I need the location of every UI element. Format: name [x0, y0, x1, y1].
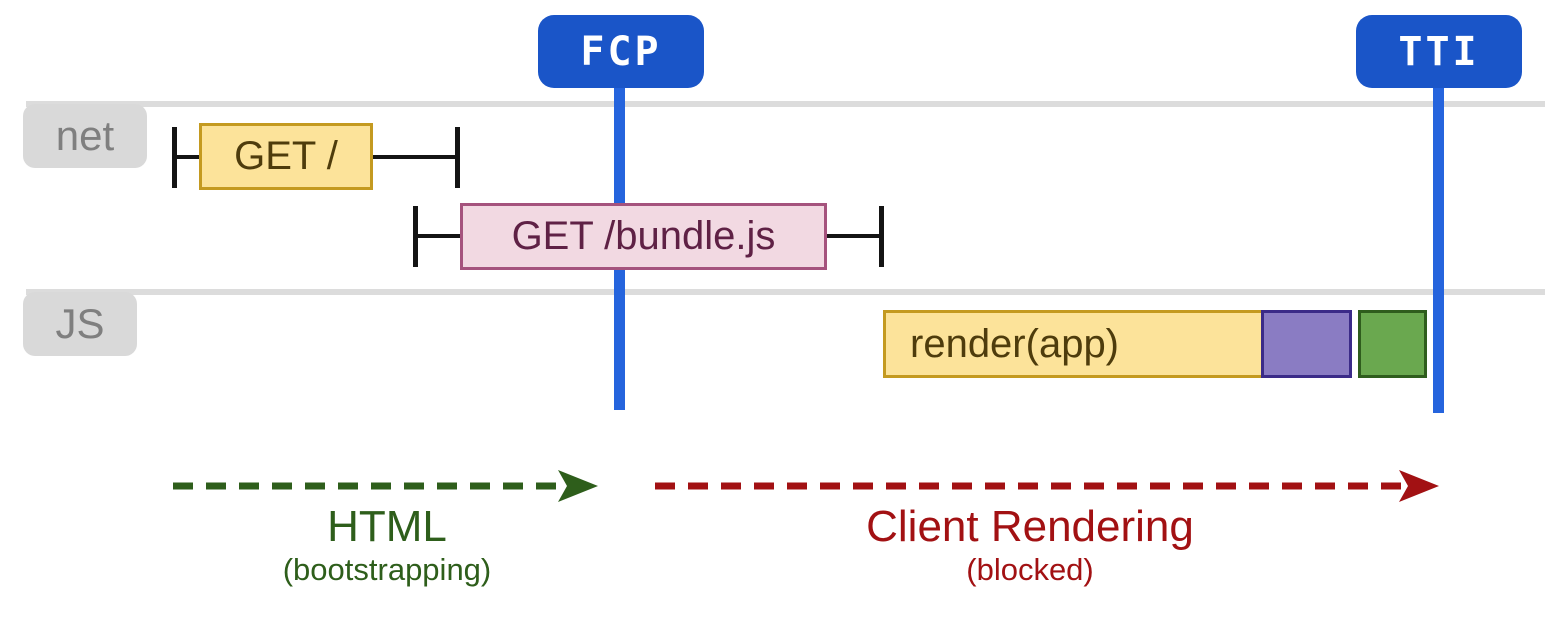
get-bundle-right-whisker: [879, 206, 884, 267]
net-lane-line: [26, 101, 1545, 107]
client-rendering-phase-label: Client Rendering (blocked): [780, 502, 1280, 589]
html-phase-title: HTML: [327, 502, 447, 551]
fcp-badge: FCP: [538, 15, 704, 88]
get-bundle-left-whisker: [413, 206, 418, 267]
green-task-box: [1358, 310, 1427, 378]
get-bundle-request-box: GET /bundle.js: [460, 203, 827, 270]
get-root-right-stem: [365, 155, 458, 159]
js-lane-line: [26, 289, 1545, 295]
tti-badge: TTI: [1356, 15, 1522, 88]
get-bundle-left-stem: [416, 234, 462, 238]
get-bundle-right-stem: [819, 234, 882, 238]
js-lane-label: JS: [23, 292, 137, 356]
client-rendering-phase-subtitle: (blocked): [966, 552, 1094, 588]
render-app-task-box: render(app): [883, 310, 1277, 378]
html-phase-label: HTML (bootstrapping): [137, 502, 637, 589]
net-lane-label: net: [23, 104, 147, 168]
html-phase-subtitle: (bootstrapping): [282, 552, 492, 588]
get-root-left-whisker: [172, 127, 177, 188]
client-rendering-phase-arrowhead-icon: [1399, 470, 1439, 502]
get-root-request-box: GET /: [199, 123, 373, 190]
html-phase-arrowhead-icon: [558, 470, 598, 502]
get-root-left-stem: [175, 155, 201, 159]
purple-task-box: [1261, 310, 1352, 378]
client-rendering-phase-title: Client Rendering: [866, 502, 1194, 551]
tti-timeline-line: [1433, 78, 1444, 413]
get-root-right-whisker: [455, 127, 460, 188]
